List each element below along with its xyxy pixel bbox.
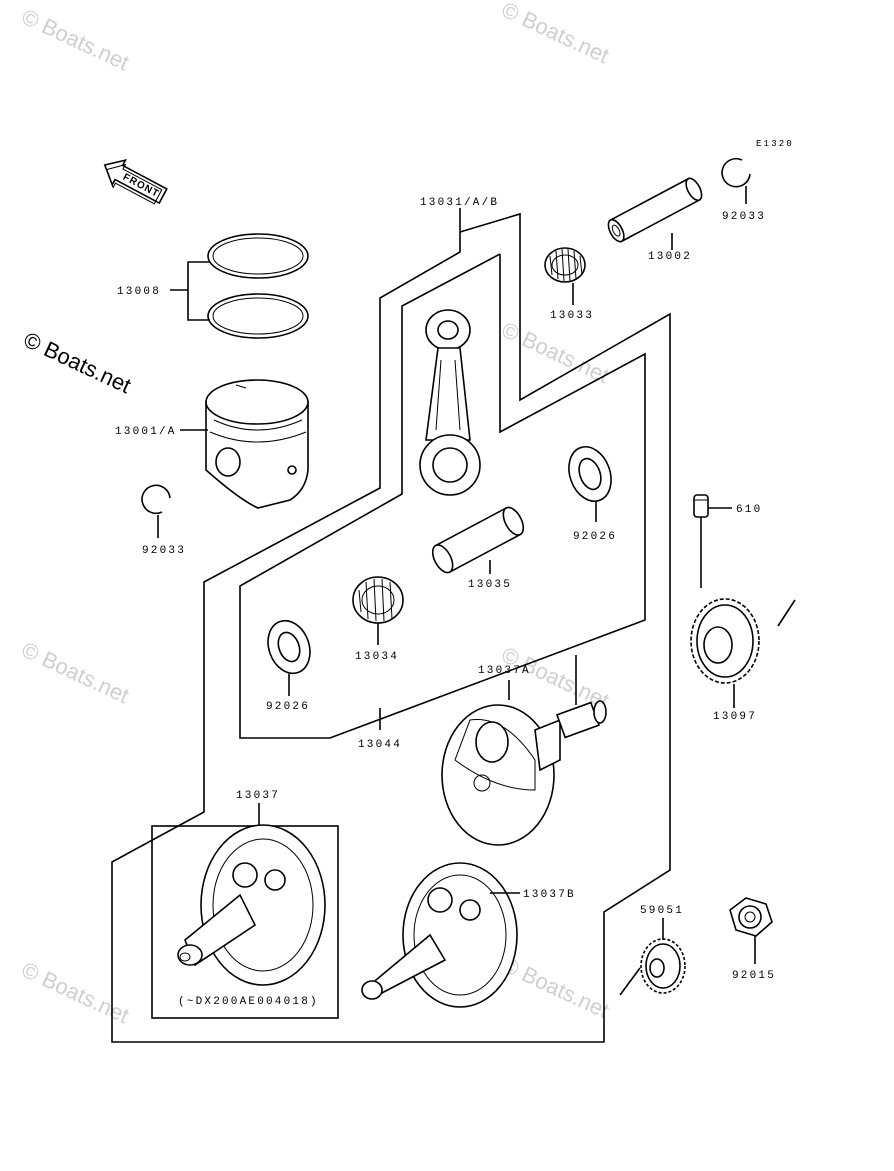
circlip-right: [721, 157, 751, 188]
small-end-bearing: [544, 247, 586, 283]
crankshaft-half-b: [361, 862, 518, 1008]
label-92033-left: 92033: [142, 545, 186, 557]
label-13037: 13037: [236, 790, 280, 802]
watermark-bottom-right: © Boats.net: [498, 952, 613, 1023]
label-610: 610: [736, 504, 762, 516]
circlip-left: [141, 484, 171, 515]
watermark-prominent: © Boats.net: [20, 327, 135, 398]
label-13033: 13033: [550, 310, 594, 322]
crank-pin: [431, 506, 525, 574]
balancer-gear: [640, 938, 686, 994]
front-arrow-icon: FRONT: [103, 158, 168, 205]
label-92026-left: 92026: [266, 701, 310, 713]
thrust-washer-right: [568, 446, 612, 502]
label-13044: 13044: [358, 739, 402, 751]
label-13097: 13097: [713, 711, 757, 723]
connecting-rod: [419, 309, 481, 496]
label-13031-a-b: 13031/A/B: [420, 197, 499, 209]
watermark-top-right: © Boats.net: [498, 0, 613, 68]
label-13001-a: 13001/A: [115, 426, 177, 438]
piston-rings: [207, 233, 309, 339]
label-13008: 13008: [117, 286, 161, 298]
watermark-mid-right: © Boats.net: [498, 317, 613, 388]
nut: [729, 897, 773, 937]
thrust-washer-left: [267, 619, 311, 675]
diagram-code: E1320: [756, 139, 794, 149]
label-92026-right: 92026: [573, 531, 617, 543]
label-13002: 13002: [648, 251, 692, 263]
watermark-mid-right-2: © Boats.net: [498, 642, 613, 713]
primary-gear: [690, 598, 760, 684]
watermark-top-left: © Boats.net: [18, 4, 133, 75]
label-13037b: 13037B: [523, 889, 576, 901]
label-92015: 92015: [732, 970, 776, 982]
label-92033-right: 92033: [722, 211, 766, 223]
woodruff-key: [693, 494, 709, 518]
crankshaft-early-outline: [151, 825, 339, 1019]
piston-pin: [607, 177, 703, 243]
label-13034: 13034: [355, 651, 399, 663]
crankshaft-assembly-outline: [111, 212, 671, 1043]
piston: [205, 379, 309, 509]
big-end-bearing: [352, 576, 404, 624]
label-59051: 59051: [640, 905, 684, 917]
note-serial-range: (~DX200AE004018): [178, 996, 319, 1008]
crankshaft-half-a: [441, 700, 607, 846]
label-13037a: 13037A: [478, 665, 531, 677]
label-13035: 13035: [468, 579, 512, 591]
crankshaft-early: [177, 824, 326, 986]
watermark-mid-left: © Boats.net: [18, 637, 133, 708]
conrod-assembly-outline: [239, 253, 646, 739]
watermark-bottom-left: © Boats.net: [18, 957, 133, 1028]
